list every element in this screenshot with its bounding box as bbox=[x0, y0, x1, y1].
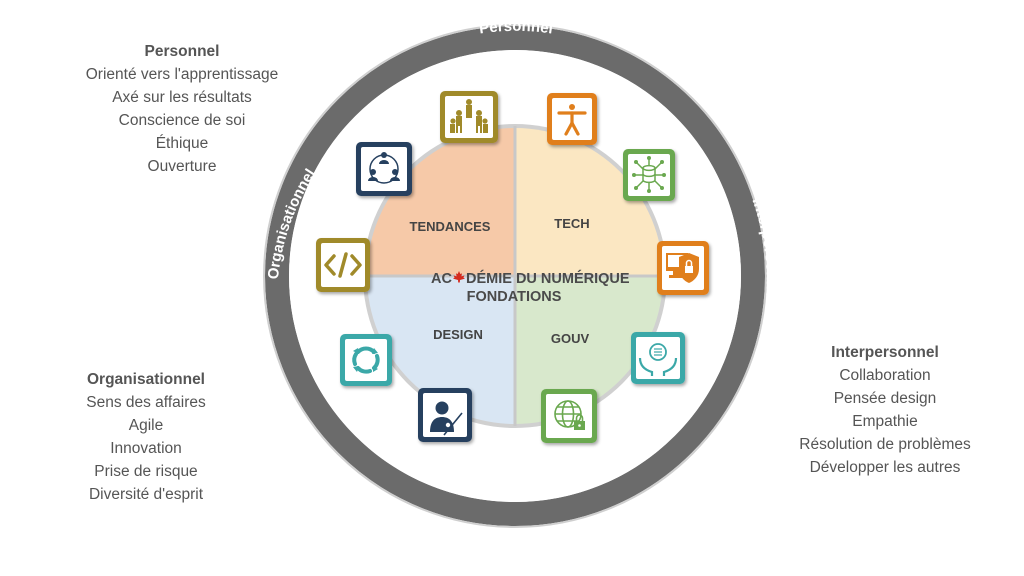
interpersonnel-item: Collaboration bbox=[839, 367, 931, 384]
personnel-item: Axé sur les résultats bbox=[112, 89, 252, 106]
organisationnel-item: Diversité d'esprit bbox=[88, 486, 204, 503]
cycle-icon bbox=[340, 334, 392, 386]
organisationnel-block: Organisationnel Sens des affaires Agile … bbox=[0, 368, 296, 506]
organisationnel-item: Sens des affaires bbox=[86, 394, 206, 411]
personnel-heading: Personnel bbox=[144, 43, 220, 60]
quadrant-label-tendances: TENDANCES bbox=[410, 219, 491, 234]
center-title-start: AC bbox=[431, 271, 452, 287]
interpersonnel-item: Résolution de problèmes bbox=[799, 436, 971, 453]
code-icon bbox=[316, 238, 370, 292]
interpersonnel-block: Interpersonnel Collaboration Pensée desi… bbox=[735, 341, 1024, 479]
personnel-block: Personnel Orienté vers l'apprentissage A… bbox=[32, 40, 332, 178]
personnel-item: Éthique bbox=[155, 135, 209, 152]
personnel-item: Orienté vers l'apprentissage bbox=[85, 66, 279, 83]
interpersonnel-item: Développer les autres bbox=[809, 459, 961, 476]
personnel-item: Conscience de soi bbox=[118, 112, 246, 129]
security-shield-icon bbox=[657, 241, 709, 295]
quadrant-label-design: DESIGN bbox=[433, 327, 483, 342]
data-care-icon bbox=[631, 332, 685, 384]
quadrant-label-tech: TECH bbox=[554, 216, 589, 231]
center-subtitle: FONDATIONS bbox=[467, 289, 562, 305]
interpersonnel-heading: Interpersonnel bbox=[831, 344, 939, 361]
maple-leaf-icon bbox=[453, 271, 465, 283]
svg-text:Personnel: Personnel bbox=[478, 18, 554, 38]
accessibility-icon bbox=[547, 93, 597, 145]
outer-ring bbox=[265, 26, 765, 526]
personnel-item: Ouverture bbox=[147, 158, 217, 175]
ring-label-personnel: Personnel bbox=[478, 18, 554, 38]
interpersonnel-item: Empathie bbox=[852, 413, 918, 430]
center-title-end: DÉMIE DU NUMÉRIQUE bbox=[466, 270, 630, 287]
network-people-icon bbox=[356, 142, 412, 196]
globe-lock-icon bbox=[541, 389, 597, 443]
organisationnel-item: Prise de risque bbox=[94, 463, 198, 480]
teamwork-icon bbox=[440, 91, 498, 143]
data-network-icon bbox=[623, 149, 675, 201]
presenter-icon bbox=[418, 388, 472, 442]
organisationnel-item: Innovation bbox=[110, 440, 182, 457]
interpersonnel-item: Pensée design bbox=[833, 390, 937, 407]
organisationnel-item: Agile bbox=[128, 417, 164, 434]
organisationnel-heading: Organisationnel bbox=[87, 371, 205, 388]
quadrant-label-gouv: GOUV bbox=[551, 331, 590, 346]
outer-ring-edge bbox=[263, 24, 767, 528]
